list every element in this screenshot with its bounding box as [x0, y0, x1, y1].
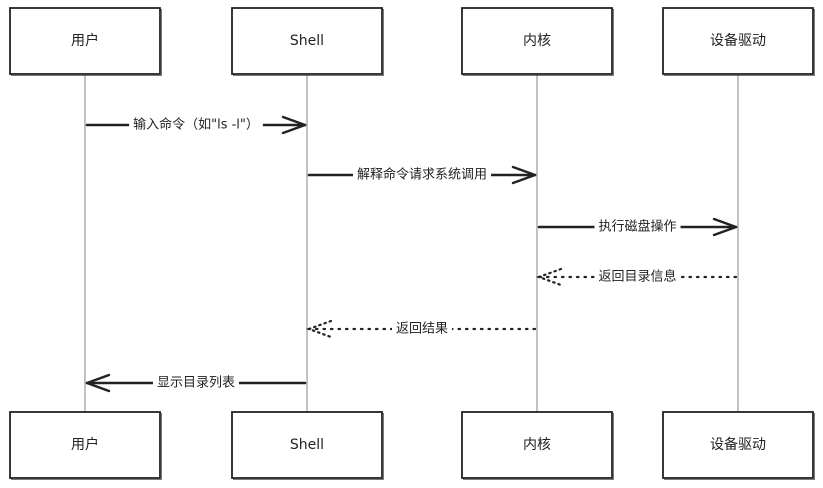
message-label-bg — [352, 165, 492, 184]
participant-label: Shell — [290, 437, 324, 453]
participant-shell-top: Shell — [231, 7, 384, 76]
participant-user-top: 用户 — [9, 7, 162, 76]
participant-box — [231, 411, 383, 479]
participant-label: Shell — [290, 33, 324, 49]
message-label-bg — [594, 217, 681, 236]
lifelines — [84, 74, 739, 412]
message-label: 显示目录列表 — [157, 376, 235, 391]
participant-user-bottom: 用户 — [9, 411, 162, 480]
messages: 输入命令（如"ls -l"） 解释命令请求系统调用执行磁盘操作返回目录信息返回结果… — [85, 115, 738, 393]
message-1: 输入命令（如"ls -l"） — [85, 115, 307, 135]
participant-label: 内核 — [523, 437, 551, 453]
message-4: 返回目录信息 — [535, 267, 738, 287]
participant-label: 设备驱动 — [710, 436, 766, 453]
arrow-head-icon — [712, 217, 738, 237]
message-6: 显示目录列表 — [85, 373, 307, 393]
message-label: 输入命令（如"ls -l"） — [133, 117, 259, 133]
message-label: 解释命令请求系统调用 — [357, 167, 487, 183]
participant-box — [9, 411, 161, 479]
arrow-head-icon — [305, 319, 333, 339]
participant-driver-bottom: 设备驱动 — [662, 411, 815, 480]
participant-label: 用户 — [71, 436, 99, 453]
message-label: 执行磁盘操作 — [598, 219, 676, 235]
participant-box — [9, 7, 161, 75]
message-3: 执行磁盘操作 — [537, 217, 738, 237]
participant-label: 内核 — [523, 33, 551, 49]
participant-box — [231, 7, 383, 75]
arrow-head-icon — [535, 267, 563, 287]
message-label-bg — [391, 320, 453, 338]
participant-box — [461, 7, 613, 75]
message-5: 返回结果 — [305, 319, 537, 339]
participant-kernel-top: 内核 — [461, 7, 614, 76]
participant-kernel-bottom: 内核 — [461, 411, 614, 480]
participant-driver-top: 设备驱动 — [662, 7, 815, 76]
message-label-bg — [594, 267, 681, 286]
arrow-head-icon — [85, 373, 111, 393]
participant-box — [662, 411, 814, 479]
participant-box — [662, 7, 814, 75]
participant-label: 设备驱动 — [710, 32, 766, 49]
message-label: 返回结果 — [396, 322, 448, 337]
arrow-head-icon — [511, 165, 537, 185]
arrow-head-icon — [281, 115, 307, 135]
participant-label: 用户 — [71, 32, 99, 49]
message-label: 返回目录信息 — [598, 269, 676, 285]
message-label-bg — [152, 374, 240, 392]
message-2: 解释命令请求系统调用 — [307, 165, 537, 185]
participant-shell-bottom: Shell — [231, 411, 384, 480]
participant-box — [461, 411, 613, 479]
message-label-bg — [129, 115, 263, 134]
